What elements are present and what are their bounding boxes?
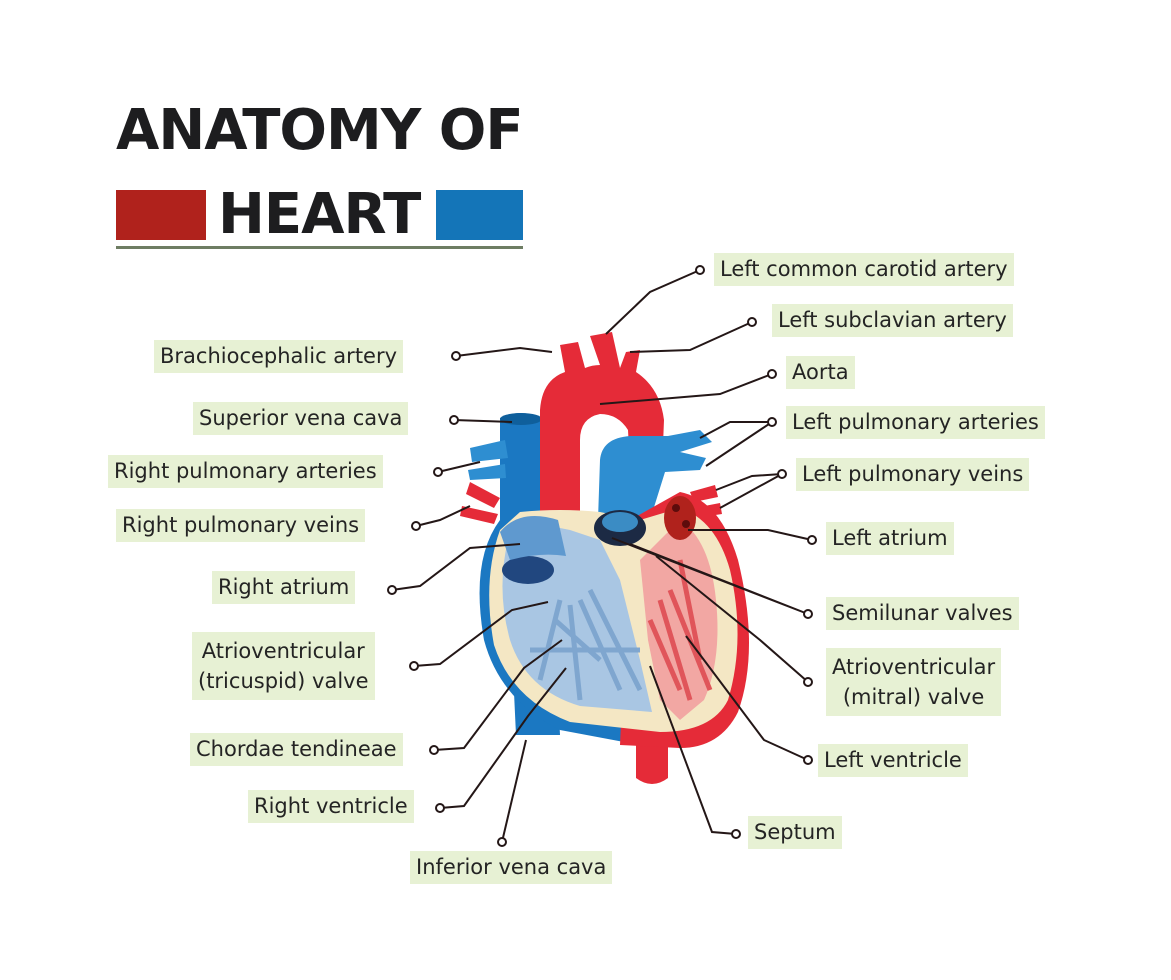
label-left-pulmonary-veins: Left pulmonary veins bbox=[796, 458, 1030, 491]
label-tricuspid-valve: Atrioventricular (tricuspid) valve bbox=[192, 632, 375, 700]
heart-illustration bbox=[460, 332, 749, 784]
leader-endpoints bbox=[387, 265, 817, 847]
label-mitral-valve-line1: Atrioventricular bbox=[832, 655, 996, 679]
deoxygenated-color-swatch bbox=[436, 190, 523, 240]
label-chordae-tendineae: Chordae tendineae bbox=[190, 733, 403, 766]
label-right-ventricle: Right ventricle bbox=[248, 790, 414, 823]
leader-inferior-vena-cava bbox=[501, 739, 527, 843]
label-tricuspid-valve-line2: (tricuspid) valve bbox=[198, 669, 369, 693]
leader-left-pulmonary-arteries bbox=[699, 421, 773, 467]
label-tricuspid-valve-line1: Atrioventricular bbox=[201, 639, 365, 663]
label-right-pulmonary-arteries: Right pulmonary arteries bbox=[108, 455, 383, 488]
label-inferior-vena-cava: Inferior vena cava bbox=[410, 851, 613, 884]
right-pulmonary-arteries-shape bbox=[468, 440, 508, 480]
left-atrium-opening bbox=[664, 496, 696, 540]
label-right-pulmonary-veins: Right pulmonary veins bbox=[116, 509, 366, 542]
leader-left-pulmonary-veins bbox=[715, 473, 783, 509]
leader-superior-vena-cava bbox=[453, 419, 513, 423]
leader-chordae-tendineae bbox=[433, 639, 563, 751]
label-left-subclavian-artery: Left subclavian artery bbox=[772, 304, 1013, 337]
leader-semilunar-valves bbox=[611, 537, 809, 615]
pulmonary-trunk-shape bbox=[598, 430, 712, 520]
title-underline bbox=[116, 246, 523, 249]
label-left-ventricle: Left ventricle bbox=[818, 744, 968, 777]
leader-lines bbox=[391, 269, 813, 843]
right-pulmonary-veins-shape bbox=[460, 482, 500, 524]
leader-right-atrium bbox=[391, 543, 521, 591]
label-right-atrium: Right atrium bbox=[212, 571, 356, 604]
label-left-atrium: Left atrium bbox=[826, 522, 954, 555]
leader-left-atrium bbox=[688, 529, 813, 541]
label-semilunar-valves: Semilunar valves bbox=[826, 597, 1019, 630]
leader-right-pulmonary-arteries bbox=[437, 461, 481, 473]
leader-brachiocephalic-artery bbox=[455, 346, 553, 357]
superior-vena-cava-shape bbox=[500, 413, 542, 520]
leader-left-common-carotid-artery bbox=[605, 269, 701, 335]
label-brachiocephalic-artery: Brachiocephalic artery bbox=[154, 340, 404, 373]
right-atrium-rim bbox=[500, 516, 566, 560]
leader-right-pulmonary-veins bbox=[415, 505, 471, 527]
oxygenated-color-swatch bbox=[116, 190, 206, 240]
leader-right-ventricle bbox=[439, 667, 567, 809]
label-superior-vena-cava: Superior vena cava bbox=[193, 402, 409, 435]
label-mitral-valve: Atrioventricular (mitral) valve bbox=[826, 648, 1002, 716]
label-left-pulmonary-arteries: Left pulmonary arteries bbox=[786, 406, 1045, 439]
right-atrium-opening bbox=[502, 556, 554, 584]
leader-septum bbox=[649, 665, 737, 835]
leader-left-ventricle bbox=[685, 635, 809, 761]
chordae-lines bbox=[530, 588, 643, 701]
leader-tricuspid-valve bbox=[413, 601, 549, 667]
leader-mitral-valve bbox=[655, 555, 809, 683]
label-left-common-carotid-artery: Left common carotid artery bbox=[714, 253, 1014, 286]
label-aorta: Aorta bbox=[786, 356, 855, 389]
label-septum: Septum bbox=[748, 816, 842, 849]
label-mitral-valve-line2: (mitral) valve bbox=[842, 685, 985, 709]
leader-left-subclavian-artery bbox=[629, 321, 753, 353]
title-line-2: HEART bbox=[218, 182, 421, 247]
leader-aorta bbox=[599, 373, 773, 405]
title-line-1: ANATOMY OF bbox=[116, 98, 524, 163]
aorta-shape bbox=[540, 332, 664, 520]
